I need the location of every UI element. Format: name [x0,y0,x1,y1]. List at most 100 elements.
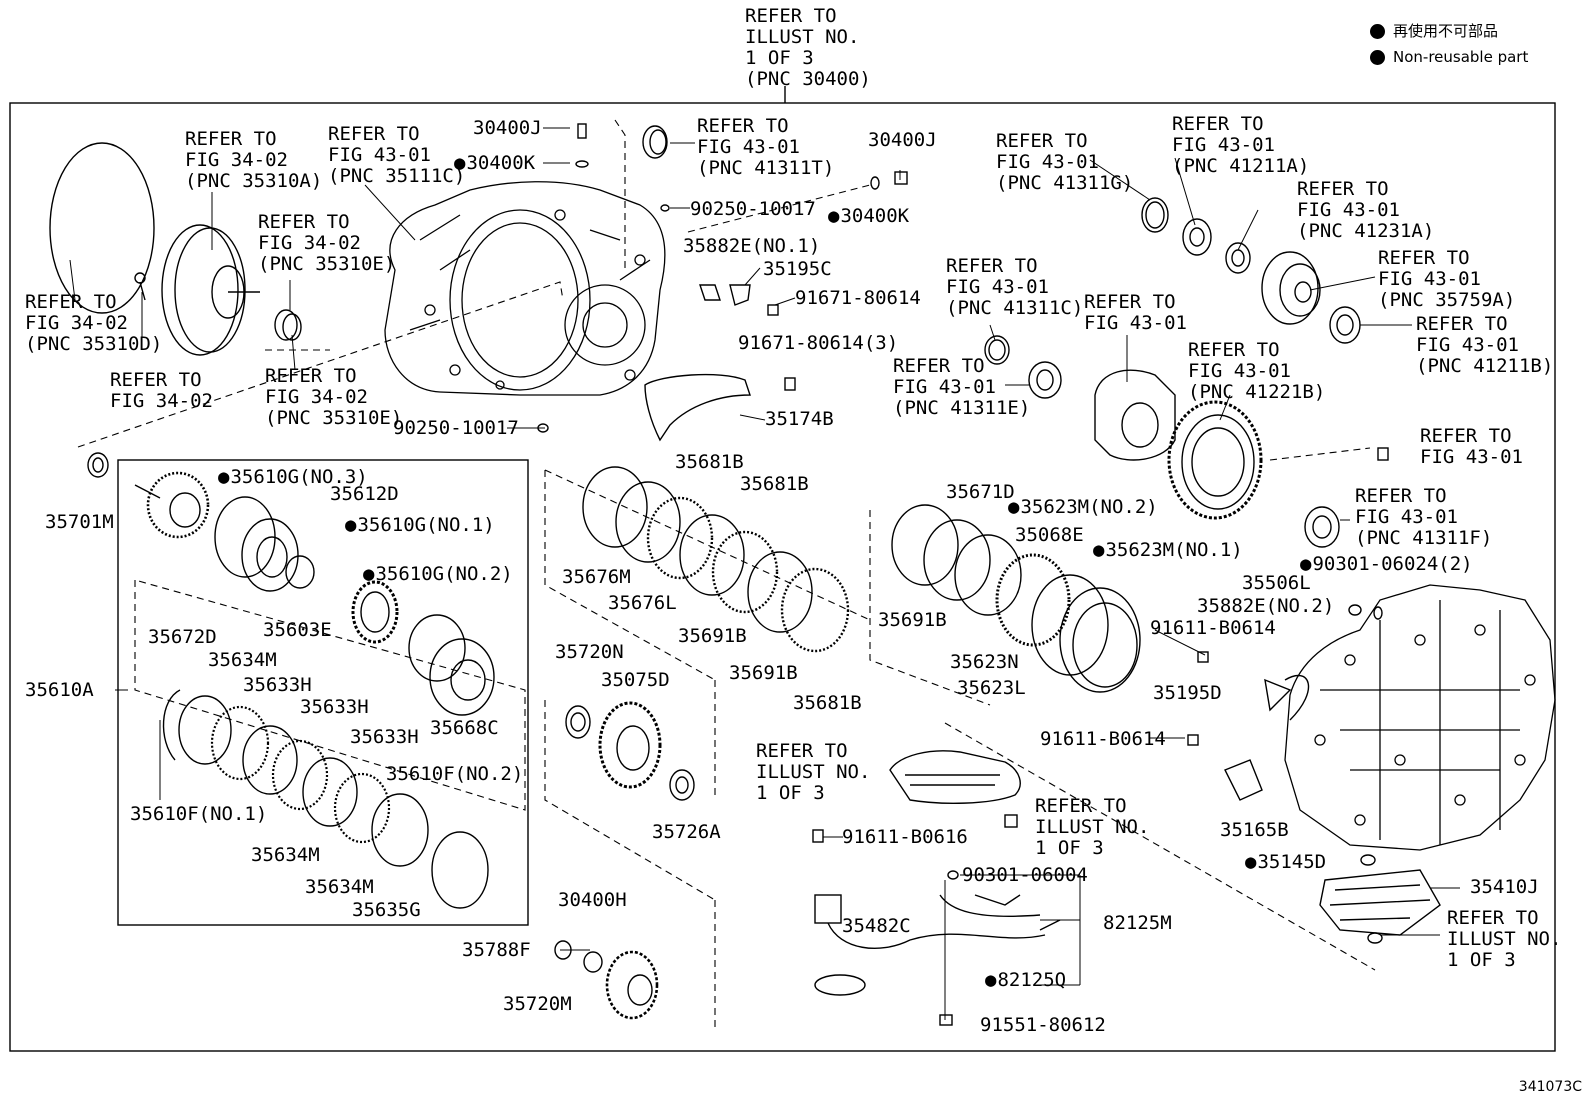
label-35720n: 35720N [555,641,624,663]
clutch-plate-stack-b [582,466,850,653]
label-35882e-no1: 35882E(NO.1) [683,235,821,257]
label-top-ref: REFER TO ILLUST NO. 1 OF 3 (PNC 30400) [745,5,871,90]
label-35633h-a: 35633H [243,674,312,696]
label-35165b: 35165B [1220,819,1289,841]
label-35623m-no2: 35623M(NO.2) [1008,497,1157,518]
label-35726a: 35726A [652,821,721,843]
label-35174b: 35174B [765,408,834,430]
label-30400h: 30400H [558,889,627,911]
label-35691b-b: 35691B [729,662,798,684]
label-35681b-a: 35681B [675,451,744,473]
label-35788f: 35788F [462,939,531,961]
oil-strainer [889,750,1021,804]
label-35634m-c: 35634M [305,876,374,898]
label-35610f-no1: 35610F(NO.1) [130,803,268,825]
label-91671-a: 91671-80614 [795,287,921,309]
label-90301-06004: 90301-06004 [962,864,1088,886]
label-ref-illust-b: REFER TO ILLUST NO. 1 OF 3 [1035,795,1150,859]
label-35506l: 35506L [1242,572,1311,594]
diagram-frame [9,102,1556,1052]
label-ref-35310a: REFER TO FIG 34-02 (PNC 35310A) [185,128,323,192]
label-91611-b0614-a: 91611-B0614 [1150,617,1276,639]
label-82125q: 82125Q [985,970,1066,991]
label-35676m: 35676M [562,566,631,588]
label-35720m: 35720M [503,993,572,1015]
planetary-gear [554,701,695,1020]
label-ref-35111c: REFER TO FIG 43-01 (PNC 35111C) [328,123,466,187]
label-35634m-b: 35634M [251,844,320,866]
label-90250-b: 90250-10017 [393,417,519,439]
label-35612d: 35612D [330,483,399,505]
label-35623m-no1: 35623M(NO.1) [1093,540,1242,561]
label-35701m: 35701M [45,511,114,533]
legend-jp: 再使用不可部品 [1393,22,1499,40]
figure-code: 341073C [1518,1079,1582,1095]
label-35635g: 35635G [352,899,421,921]
label-35610f-no2: 35610F(NO.2) [386,763,524,785]
legend-en: Non-reusable part [1393,48,1529,66]
label-ref-35310e-a: REFER TO FIG 34-02 (PNC 35310E) [258,211,396,275]
label-ref-35310e-b: REFER TO FIG 34-02 (PNC 35310E) [265,365,403,429]
label-ref-41311f: REFER TO FIG 43-01 (PNC 41311F) [1355,485,1493,549]
label-ref-41211b: REFER TO FIG 43-01 (PNC 41211B) [1416,313,1554,377]
label-35676l: 35676L [608,592,677,614]
label-35671d: 35671D [946,481,1015,503]
label-35482c: 35482C [842,915,911,937]
oil-pump [134,224,260,356]
oil-pan-cover [644,373,751,442]
label-35634m-a: 35634M [208,649,277,671]
input-shaft-drum [134,471,495,761]
clutch-plate-stack-c [891,504,1141,693]
label-90301-06024: 90301-06024(2) [1300,554,1472,575]
label-35691b-c: 35691B [878,609,947,631]
label-35410j: 35410J [1470,876,1539,898]
label-82125m: 82125M [1103,912,1172,934]
label-35610g-no3: 35610G(NO.3) [218,467,367,488]
label-35681b-b: 35681B [740,473,809,495]
label-35603e: 35603E [263,619,332,641]
label-35672d: 35672D [148,626,217,648]
label-35633h-c: 35633H [350,726,419,748]
label-35681b-c: 35681B [793,692,862,714]
label-ref-41221b: REFER TO FIG 43-01 (PNC 41221B) [1188,339,1326,403]
label-35668c: 35668C [430,717,499,739]
transaxle-case [1284,584,1556,851]
label-35882e-no2: 35882E(NO.2) [1197,595,1335,617]
label-30400j-b: 30400J [868,129,937,151]
o-ring [49,142,155,314]
legend-bullet-icon [1370,23,1385,39]
label-35068e: 35068E [1015,524,1084,546]
label-35195c: 35195C [763,258,832,280]
label-ref-4301-b: REFER TO FIG 43-01 [1420,425,1523,468]
wire-harness [814,870,1061,1026]
label-91551-80612: 91551-80612 [980,1014,1106,1036]
clutch-assembly-box [117,459,529,926]
label-35145d: 35145D [1245,852,1326,873]
label-ref-41311t: REFER TO FIG 43-01 (PNC 41311T) [697,115,835,179]
label-91671-b: 91671-80614(3) [738,332,899,354]
label-90250-a: 90250-10017 [690,198,816,220]
label-35075d: 35075D [601,669,670,691]
label-35633h-b: 35633H [300,696,369,718]
label-35195d: 35195D [1153,682,1222,704]
label-91611-b0616: 91611-B0616 [842,826,968,848]
label-30400k-a: 30400K [454,153,535,174]
label-ref-41311c: REFER TO FIG 43-01 (PNC 41311C) [946,255,1084,319]
label-30400k-b: 30400K [828,206,909,227]
label-ref-41311e: REFER TO FIG 43-01 (PNC 41311E) [893,355,1031,419]
label-ref-41211a: REFER TO FIG 43-01 (PNC 41211A) [1172,113,1310,177]
label-ref-41231a: REFER TO FIG 43-01 (PNC 41231A) [1297,178,1435,242]
label-35623l: 35623L [957,677,1026,699]
label-35610g-no1: 35610G(NO.1) [345,515,494,536]
label-35691b-a: 35691B [678,625,747,647]
label-ref-35759a: REFER TO FIG 43-01 (PNC 35759A) [1378,247,1516,311]
legend: 再使用不可部品 Non-reusable part [1370,18,1528,70]
legend-bullet-icon [1370,49,1385,65]
label-35610a: 35610A [25,679,94,701]
label-ref-4301-a: REFER TO FIG 43-01 [1084,291,1187,334]
label-ref-illust-c: REFER TO ILLUST NO. 1 OF 3 [1447,907,1562,971]
clutch-plate-stack-a [178,695,489,909]
valve-body [1319,869,1441,936]
label-91611-b0614-b: 91611-B0614 [1040,728,1166,750]
